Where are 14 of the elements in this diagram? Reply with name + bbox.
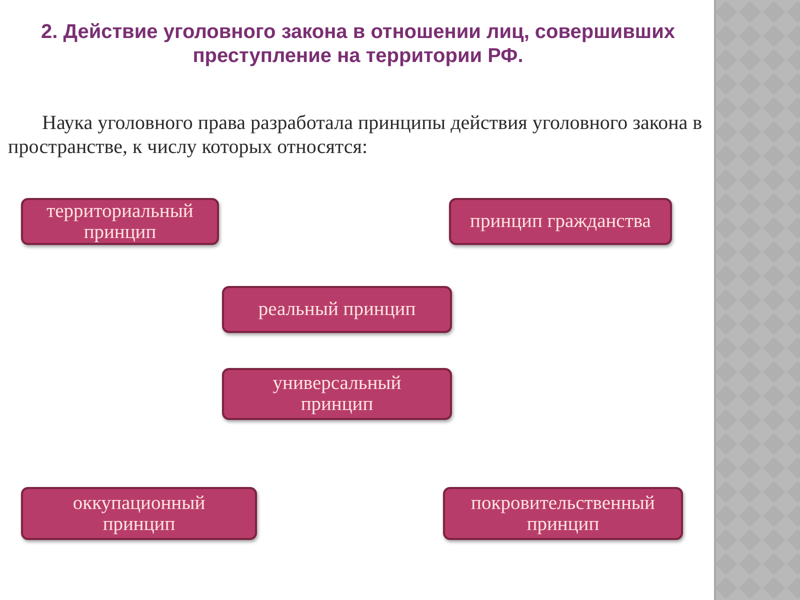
principle-box [21,487,257,540]
principle-box [443,487,683,540]
principle-label: универсальный принцип [272,373,402,415]
principle-label: покровительственный принцип [470,492,656,534]
intro-paragraph: Наука уголовного права разработала принципы действия уголовного закона в пространстве, к числу которых относятся: [8,111,704,159]
principle-box [222,286,452,333]
principle-box [449,198,672,245]
principle-label: территориальный принцип [46,200,194,242]
principle-box [21,198,219,245]
slide-title: 2. Действие уголовного закона в отношении лиц, совершивших преступление на территории РФ. [40,20,676,68]
principle-label: оккупационный принцип [72,492,206,534]
principle-box [222,368,452,420]
principle-label: принцип гражданства [470,211,651,232]
principle-label: реальный принцип [258,299,416,320]
